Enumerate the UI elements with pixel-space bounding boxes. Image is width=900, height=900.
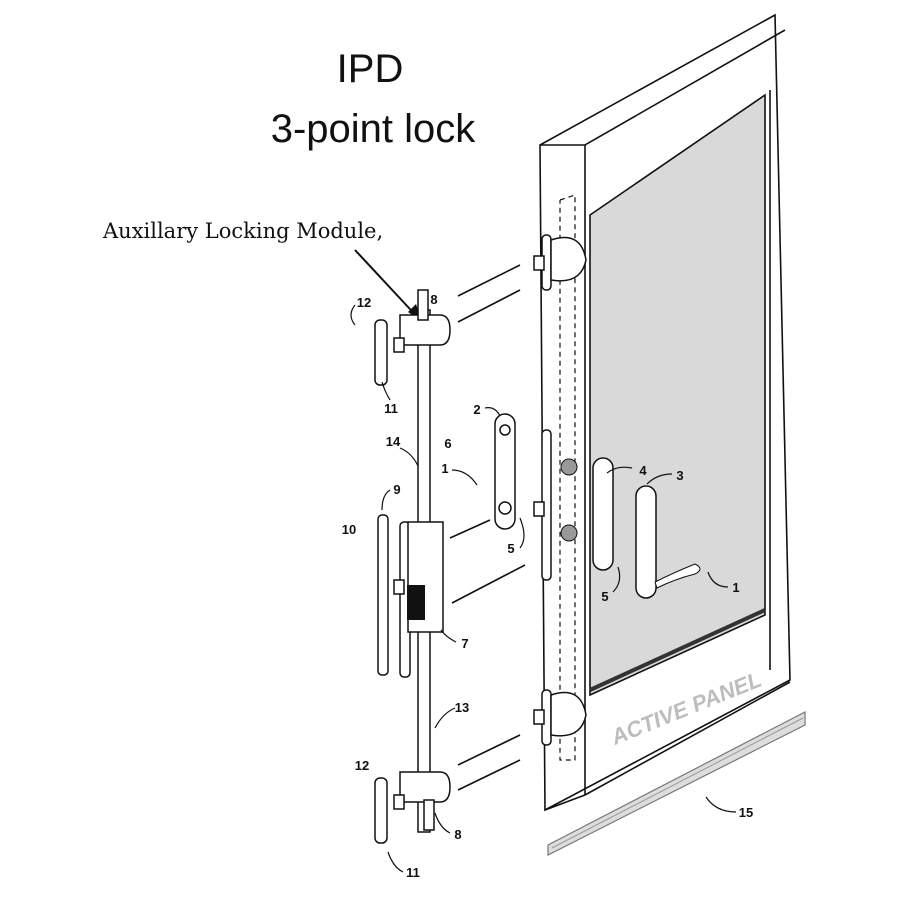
callout-8: 8	[430, 292, 437, 307]
title-line2: 3-point lock	[271, 107, 477, 151]
threshold	[547, 711, 806, 856]
door: ACTIVE PANEL	[539, 13, 791, 812]
title-line1: IPD	[337, 47, 404, 91]
callout-8b: 8	[454, 827, 461, 842]
annotation-label: Auxillary Locking Module,	[102, 219, 383, 243]
callout-5: 5	[507, 541, 514, 556]
callout-15: 15	[739, 805, 753, 820]
callout-5b: 5	[601, 589, 608, 604]
callout-12b: 12	[355, 758, 369, 773]
callout-14: 14	[386, 434, 401, 449]
callout-11: 11	[384, 401, 398, 416]
callout-13: 13	[455, 700, 469, 715]
callout-11b: 11	[406, 865, 420, 880]
callout-6: 6	[444, 436, 451, 451]
callout-10: 10	[342, 522, 356, 537]
callout-3: 3	[676, 468, 683, 483]
callout-1: 1	[441, 461, 448, 476]
callout-2: 2	[473, 402, 480, 417]
callout-1b: 1	[732, 580, 739, 595]
callout-12: 12	[357, 295, 371, 310]
callout-7: 7	[461, 636, 468, 651]
callout-9: 9	[393, 482, 400, 497]
glass-panel	[589, 93, 766, 697]
callout-4: 4	[639, 463, 647, 478]
rod-hardware	[374, 264, 526, 844]
door-edge-hardware	[533, 234, 701, 746]
callouts: 8 12 11 14 2 6 1 9 10 5 7 13 12 8 11 4 3…	[342, 292, 753, 880]
